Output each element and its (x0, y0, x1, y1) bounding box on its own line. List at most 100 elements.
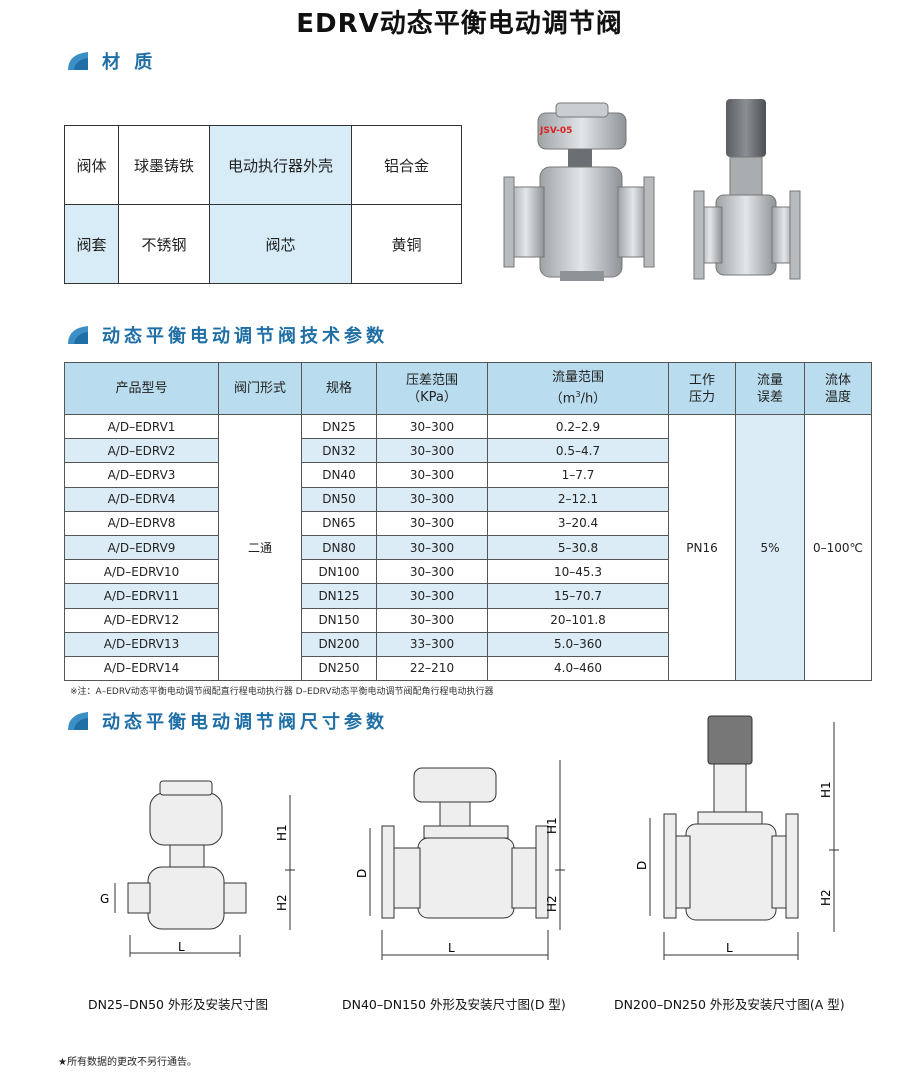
section-header-tech: 动态平衡电动调节阀技术参数 (66, 322, 388, 348)
table-cell: DN150 (301, 607, 377, 633)
dim-label-l: L (448, 941, 455, 955)
table-header-row: 产品型号 阀门形式 规格 压差范围（KPa） 流量范围（m3/h） 工作压力 流… (64, 362, 872, 415)
table-cell: DN40 (301, 462, 377, 488)
table-cell: 33–300 (376, 631, 488, 657)
header-temp: 流体温度 (804, 362, 872, 415)
section-marker-icon (68, 326, 88, 344)
table-cell: DN125 (301, 583, 377, 609)
table-cell: A/D–EDRV14 (64, 655, 219, 682)
table-cell: 不锈钢 (118, 204, 210, 284)
table-cell: A/D–EDRV1 (64, 413, 219, 440)
dimension-drawing-dn200-dn250: H1 H2 D L (635, 715, 839, 960)
table-cell: 30–300 (376, 462, 488, 488)
page-title: EDRV动态平衡电动调节阀 (296, 9, 623, 39)
valve-photo-linear-actuator (693, 99, 801, 280)
dimension-drawing-dn40-dn150: H1 H2 D L (355, 760, 565, 960)
dim-label-h2: H2 (275, 894, 289, 911)
header-dp: 压差范围（KPa） (376, 362, 488, 415)
dim-label-l: L (726, 941, 733, 955)
table-row: 阀套 不锈钢 阀芯 黄铜 (64, 204, 462, 284)
table-cell: 5.0–360 (487, 631, 669, 657)
table-cell: DN200 (301, 631, 377, 657)
section-header-materials: 材 质 (66, 48, 156, 74)
table-cell: 5–30.8 (487, 534, 669, 561)
table-cell: 30–300 (376, 413, 488, 440)
table-cell: A/D–EDRV9 (64, 534, 219, 561)
dim-label-d: D (355, 869, 369, 878)
table-cell: DN80 (301, 534, 377, 561)
table-cell: 30–300 (376, 438, 488, 464)
section-title: 动态平衡电动调节阀尺寸参数 (102, 712, 388, 733)
dimension-drawing-dn25-dn50: H1 H2 G L (100, 780, 295, 957)
table-cell: A/D–EDRV3 (64, 462, 219, 488)
table-cell: DN50 (301, 486, 377, 512)
valve-photo-ball-actuator: JSV-05 (503, 102, 655, 281)
merged-cell-form: 二通 (218, 413, 302, 682)
drawing-caption-2: DN40–DN150 外形及安装尺寸图(D 型) (342, 997, 566, 1012)
section-title: 材 质 (102, 52, 157, 73)
table-cell: 3–20.4 (487, 510, 669, 536)
table-cell: 铝合金 (351, 125, 462, 205)
table-cell: 30–300 (376, 583, 488, 609)
table-cell: 30–300 (376, 607, 488, 633)
table-cell: 黄铜 (351, 204, 462, 284)
dim-label-d: D (635, 861, 649, 870)
header-spec: 规格 (301, 362, 377, 415)
dim-label-h1: H1 (819, 781, 833, 798)
header-error: 流量误差 (735, 362, 805, 415)
table-cell: 4.0–460 (487, 655, 669, 682)
table-cell: A/D–EDRV2 (64, 438, 219, 464)
table-row: 阀体 球墨铸铁 电动执行器外壳 铝合金 (64, 125, 462, 205)
table-cell: 1–7.7 (487, 462, 669, 488)
table-cell: 0.5–4.7 (487, 438, 669, 464)
table-cell: A/D–EDRV10 (64, 559, 219, 585)
table-cell: A/D–EDRV12 (64, 607, 219, 633)
header-form: 阀门形式 (218, 362, 302, 415)
footer-note: ★所有数据的更改不另行通告。 (58, 1057, 197, 1068)
table-cell: A/D–EDRV13 (64, 631, 219, 657)
header-pressure: 工作压力 (668, 362, 736, 415)
section-title: 动态平衡电动调节阀技术参数 (102, 326, 388, 347)
tech-params-table: 产品型号 阀门形式 规格 压差范围（KPa） 流量范围（m3/h） 工作压力 流… (64, 362, 872, 682)
table-cell: 20–101.8 (487, 607, 669, 633)
section-header-dims: 动态平衡电动调节阀尺寸参数 (66, 708, 388, 734)
table-cell: 30–300 (376, 510, 488, 536)
table-cell: 阀套 (64, 204, 119, 284)
header-flow: 流量范围（m3/h） (487, 362, 669, 415)
table-cell: DN100 (301, 559, 377, 585)
table-cell: 球墨铸铁 (118, 125, 210, 205)
table-cell: 阀芯 (209, 204, 352, 284)
table-cell: A/D–EDRV4 (64, 486, 219, 512)
table-cell: 30–300 (376, 486, 488, 512)
table-cell: A/D–EDRV8 (64, 510, 219, 536)
table-cell: DN250 (301, 655, 377, 682)
dim-label-h2: H2 (545, 895, 559, 912)
table-cell: DN32 (301, 438, 377, 464)
drawing-caption-1: DN25–DN50 外形及安装尺寸图 (88, 997, 268, 1012)
section-marker-icon (68, 52, 88, 70)
merged-cell-temp: 0–100℃ (804, 413, 872, 682)
table-footnote: ※注：A–EDRV动态平衡电动调节阀配直行程电动执行器 D–EDRV动态平衡电动… (70, 687, 494, 697)
table-cell: DN65 (301, 510, 377, 536)
table-cell: 0.2–2.9 (487, 413, 669, 440)
table-cell: A/D–EDRV11 (64, 583, 219, 609)
section-marker-icon (68, 712, 88, 730)
table-cell: 电动执行器外壳 (209, 125, 352, 205)
header-model: 产品型号 (64, 362, 219, 415)
model-badge-text: JSV-05 (539, 126, 572, 136)
table-cell: DN25 (301, 413, 377, 440)
table-cell: 阀体 (64, 125, 119, 205)
dim-label-h1: H1 (275, 824, 289, 841)
table-cell: 30–300 (376, 559, 488, 585)
table-cell: 22–210 (376, 655, 488, 682)
table-cell: 2–12.1 (487, 486, 669, 512)
dim-label-h1: H1 (545, 817, 559, 834)
